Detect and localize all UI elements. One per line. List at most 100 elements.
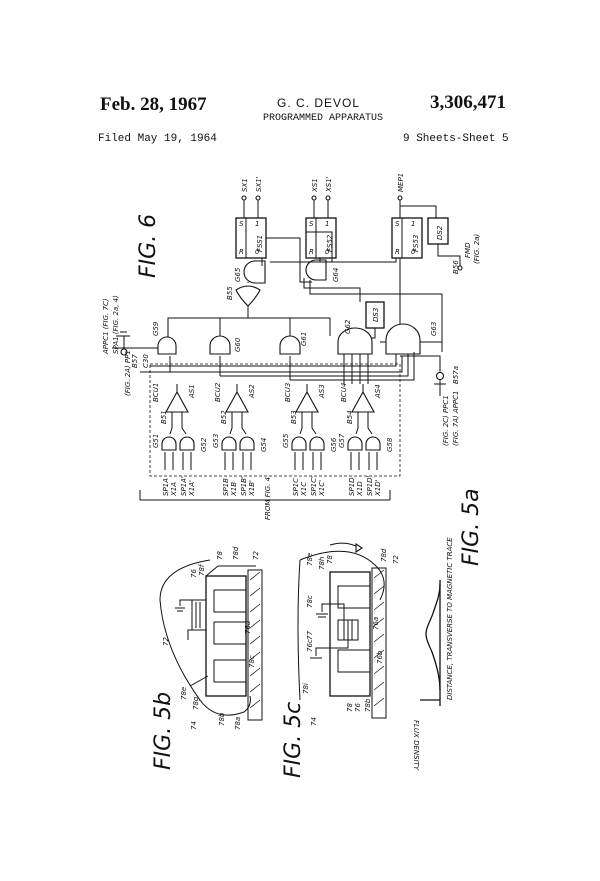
as1-label: AS1 bbox=[188, 384, 196, 399]
c30-label: C30 bbox=[142, 354, 150, 368]
b56-label: B56 bbox=[452, 260, 460, 274]
b57a-label: B57a bbox=[452, 366, 460, 384]
as4-label: AS4 bbox=[374, 384, 382, 399]
ref-78a: 78a bbox=[234, 717, 242, 730]
ref-78e-5c: 78e bbox=[306, 553, 314, 566]
ref-76a-5c: 76a bbox=[372, 617, 380, 630]
patent-number: 3,306,471 bbox=[430, 92, 506, 113]
input-label: X1B' bbox=[248, 480, 256, 497]
fss1-label: FSS1 bbox=[256, 235, 264, 252]
ref-72: 72 bbox=[252, 551, 260, 560]
input-label: SP1C' bbox=[310, 476, 318, 496]
gate-g60: G60 bbox=[209, 335, 242, 355]
xs1-label: XS1 bbox=[311, 178, 319, 193]
as2-label: AS2 bbox=[248, 384, 256, 399]
ref-72-5c: 72 bbox=[392, 555, 400, 564]
fss1-outputs: SX1 SX1' bbox=[241, 176, 263, 218]
input-label: X1C bbox=[300, 482, 308, 497]
svg-text:1: 1 bbox=[411, 220, 415, 228]
bcu-cell-1: BCU1 AS1 B51 G51 G52 bbox=[152, 383, 208, 470]
fig6-title: FIG. 6 bbox=[136, 214, 161, 278]
g60-label: G60 bbox=[234, 337, 242, 352]
xs1p-label: XS1' bbox=[325, 176, 333, 193]
bcu-cell-3: BCU3 AS3 B53 G55 G56 bbox=[282, 383, 338, 470]
svg-text:R: R bbox=[395, 248, 400, 256]
svg-text:S: S bbox=[395, 220, 400, 228]
ref-78d: 78d bbox=[232, 546, 240, 560]
flip-flop-fs53: FS53 SR 10 bbox=[391, 217, 423, 259]
dashed-enclosure bbox=[149, 363, 401, 477]
ref-78c-5c: 78c bbox=[306, 595, 314, 608]
ref-78b: 78b bbox=[218, 712, 226, 726]
flip-flop-fs52: FS52 S R 1 0 bbox=[305, 217, 337, 259]
svg-text:0: 0 bbox=[255, 248, 260, 256]
bcu3-label: BCU3 bbox=[284, 383, 292, 402]
flux-curve bbox=[425, 583, 441, 691]
ref-78: 78 bbox=[216, 551, 224, 560]
patent-title: PROGRAMMED APPARATUS bbox=[263, 113, 384, 124]
ref-74: 74 bbox=[190, 721, 198, 730]
input-label: SP1A' bbox=[180, 476, 188, 496]
mep1-label: MEP1 bbox=[397, 173, 405, 192]
ref-76-5c: 76 bbox=[354, 703, 362, 712]
flip-flop-fss1: FSS1 SR 10 bbox=[235, 217, 267, 259]
svg-text:S: S bbox=[309, 220, 314, 228]
svg-text:1: 1 bbox=[255, 220, 259, 228]
patent-date: Feb. 28, 1967 bbox=[100, 94, 207, 115]
svg-text:R: R bbox=[239, 248, 244, 256]
fig6-circuit: FSS1 SR 10 FS52 SR 10 FS53 SR 10 DS2 SX1 bbox=[102, 173, 484, 566]
gate-g61: G61 bbox=[279, 332, 308, 355]
input-label: X1B bbox=[230, 482, 238, 497]
b57-label: B57 bbox=[131, 354, 139, 368]
ds3-label: DS3 bbox=[372, 308, 380, 322]
g59-label: G59 bbox=[152, 321, 160, 336]
g62-label: G62 bbox=[344, 319, 352, 334]
pp1-label: (FIG. 2A) PP1 bbox=[124, 350, 132, 396]
ref-72b: 72 bbox=[162, 637, 170, 646]
ref-76b: 76b bbox=[376, 650, 384, 664]
fig5c-magnetic-head: 78e 78h 78 78d 72 78c 77 76c 76a 76b 78i… bbox=[281, 542, 400, 778]
gate-g59: G59 bbox=[152, 321, 177, 355]
svg-text:1: 1 bbox=[325, 220, 329, 228]
b51-label: B51 bbox=[160, 410, 168, 424]
fig5b-magnetic-head: 76 78f 78 78d 72 72 76a 78c 78e 78g 78a … bbox=[151, 546, 263, 770]
g58-label: G58 bbox=[386, 437, 394, 452]
ref-78-5c-b: 78 bbox=[346, 703, 354, 712]
svg-text:0: 0 bbox=[325, 248, 330, 256]
ref-78c: 78c bbox=[248, 655, 256, 668]
g61-label: G61 bbox=[300, 332, 308, 346]
svg-text:R: R bbox=[309, 248, 314, 256]
g57-label: G57 bbox=[338, 433, 346, 448]
ref-76c: 76c bbox=[306, 639, 314, 652]
g63-label: G63 bbox=[430, 322, 438, 336]
ref-78e: 78e bbox=[180, 687, 188, 700]
input-label: SP1A bbox=[162, 478, 170, 496]
fs52-label: FS52 bbox=[326, 234, 334, 252]
g54-label: G54 bbox=[260, 438, 268, 452]
ref-78f: 78f bbox=[198, 563, 206, 576]
input-label: X1A' bbox=[188, 480, 196, 497]
as3-label: AS3 bbox=[318, 384, 326, 399]
input-label: SP1B' bbox=[240, 476, 248, 496]
ref-78h: 78h bbox=[318, 557, 326, 570]
g52-label: G52 bbox=[200, 437, 208, 452]
fs52-outputs: XS1 XS1' bbox=[311, 176, 333, 218]
g55-label: G55 bbox=[282, 433, 290, 448]
delay-ds3: DS3 bbox=[365, 301, 385, 329]
g53-label: G53 bbox=[212, 434, 220, 448]
ref-78g: 78g bbox=[192, 696, 200, 710]
input-label: SP1B bbox=[222, 478, 230, 496]
input-label: X1A bbox=[170, 482, 178, 497]
g56-label: G56 bbox=[330, 437, 338, 452]
ref-77: 77 bbox=[306, 631, 314, 640]
ref-78d-5c: 78d bbox=[380, 548, 388, 562]
input-label: X1D bbox=[356, 481, 364, 497]
ref-76: 76 bbox=[190, 569, 198, 578]
fig5a-title: FIG. 5a bbox=[459, 488, 484, 566]
filed-date: Filed May 19, 1964 bbox=[98, 133, 217, 145]
sx1-label: SX1 bbox=[241, 178, 249, 192]
bcu2-label: BCU2 bbox=[214, 382, 222, 402]
fs53-outputs: MEP1 FMD (FIG. 2a) B56 bbox=[397, 173, 481, 274]
